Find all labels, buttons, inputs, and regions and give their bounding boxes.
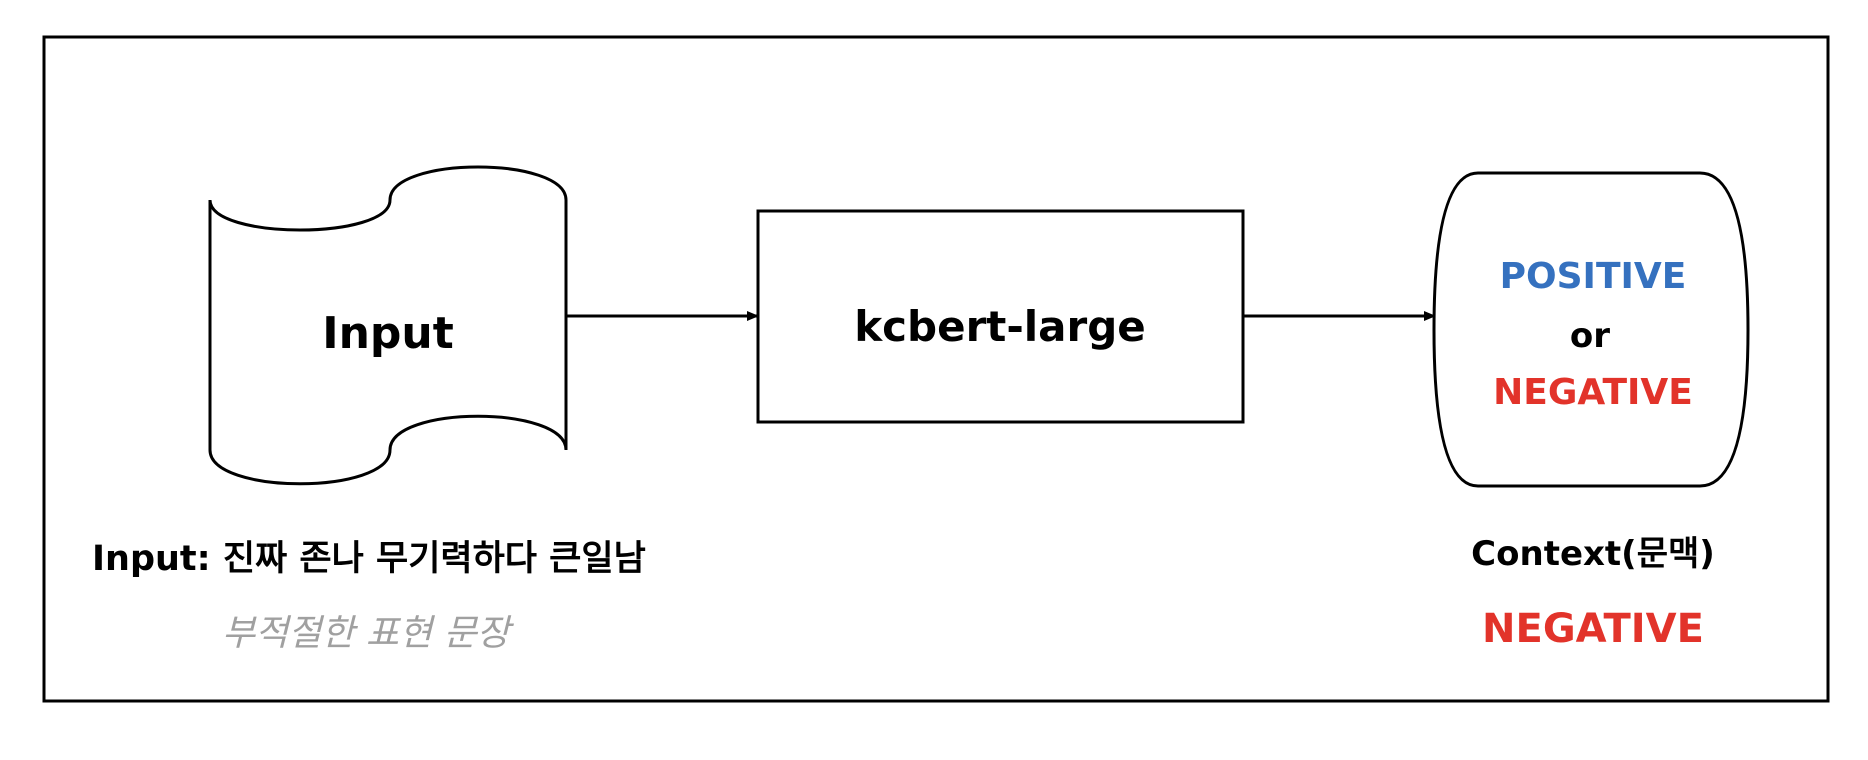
output-shape [1432,171,1750,488]
model-box [756,209,1245,424]
output-or-label: or [1570,316,1610,356]
input-caption: Input: 진짜 존나 무기력하다 큰일남 [92,539,646,579]
input-shape-label: Input [322,308,454,359]
outer-frame [42,35,1830,703]
output-positive-label: POSITIVE [1500,256,1687,297]
context-result: NEGATIVE [1482,606,1704,652]
output-negative-label: NEGATIVE [1493,372,1693,413]
input-tape-shape [208,165,568,486]
model-label: kcbert-large [854,302,1146,351]
input-note: 부적절한 표현 문장 [222,613,515,654]
context-caption: Context(문맥) [1471,534,1715,574]
